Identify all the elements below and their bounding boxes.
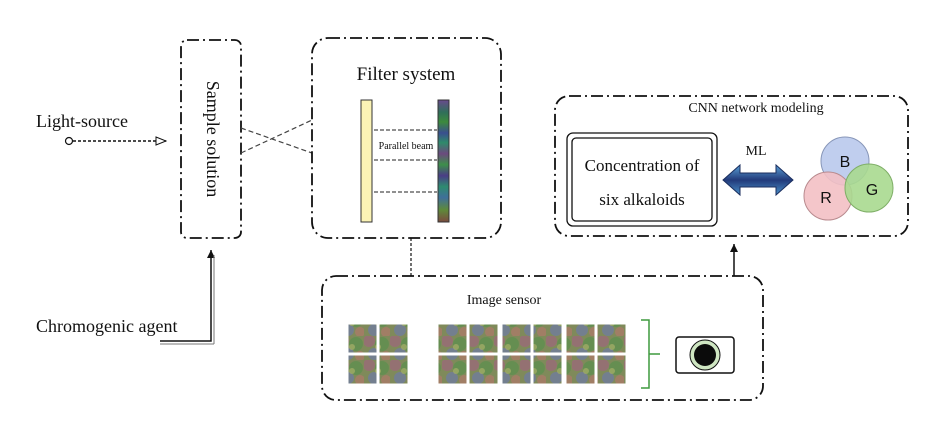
sensor-image-tile <box>468 323 499 354</box>
ml-label: ML <box>746 144 767 159</box>
cross-line-1 <box>240 127 313 154</box>
sample-solution-box <box>180 39 242 239</box>
sensor-image-tile <box>468 354 499 385</box>
sensor-image-tile <box>565 354 596 385</box>
parallel-beam-label: Parallel beam <box>379 141 434 152</box>
sensor-image-tile <box>565 323 596 354</box>
cnn-title: CNN network modeling <box>688 101 823 116</box>
sensor-image-tile <box>378 323 409 354</box>
sensor-image-grid-right <box>437 323 627 385</box>
camera-icon <box>675 336 735 374</box>
left-filter-plate <box>360 99 373 223</box>
right-filter-plate <box>437 99 450 223</box>
sensor-image-tile <box>532 323 563 354</box>
concentration-line-2: six alkaloids <box>599 190 684 209</box>
sample-solution-label: Sample solution <box>203 81 223 198</box>
light-source-label: Light-source <box>36 111 128 131</box>
sensor-image-tile <box>501 354 532 385</box>
double-arrow-icon <box>722 163 794 197</box>
filter-system-box <box>311 37 502 239</box>
sensor-image-tile <box>347 323 378 354</box>
bracket-icon <box>641 319 660 389</box>
circle-r-label: R <box>820 190 832 207</box>
chromogenic-agent-label: Chromogenic agent <box>36 316 177 336</box>
concentration-line-1: Concentration of <box>585 156 700 175</box>
sensor-image-tile <box>378 354 409 385</box>
filter-system-title: Filter system <box>357 64 456 85</box>
sensor-image-tile <box>596 323 627 354</box>
concentration-box-inner <box>571 137 713 222</box>
sensor-image-tile <box>437 323 468 354</box>
circle-g <box>844 163 894 213</box>
cross-line-2 <box>240 119 313 154</box>
circle-g-label: G <box>866 182 878 199</box>
light-source-icon <box>64 136 74 146</box>
image-sensor-box <box>321 275 764 401</box>
sensor-image-tile <box>437 354 468 385</box>
circle-b-label: B <box>840 154 851 171</box>
image-sensor-title: Image sensor <box>467 293 542 308</box>
chromogenic-agent-arrow <box>160 250 215 342</box>
sensor-image-tile <box>347 354 378 385</box>
sensor-image-tile <box>501 323 532 354</box>
sensor-image-grid-left <box>347 323 409 385</box>
cnn-modeling-box <box>554 95 909 237</box>
concentration-box <box>566 132 718 227</box>
sensor-image-tile <box>532 354 563 385</box>
sensor-image-tile <box>596 354 627 385</box>
